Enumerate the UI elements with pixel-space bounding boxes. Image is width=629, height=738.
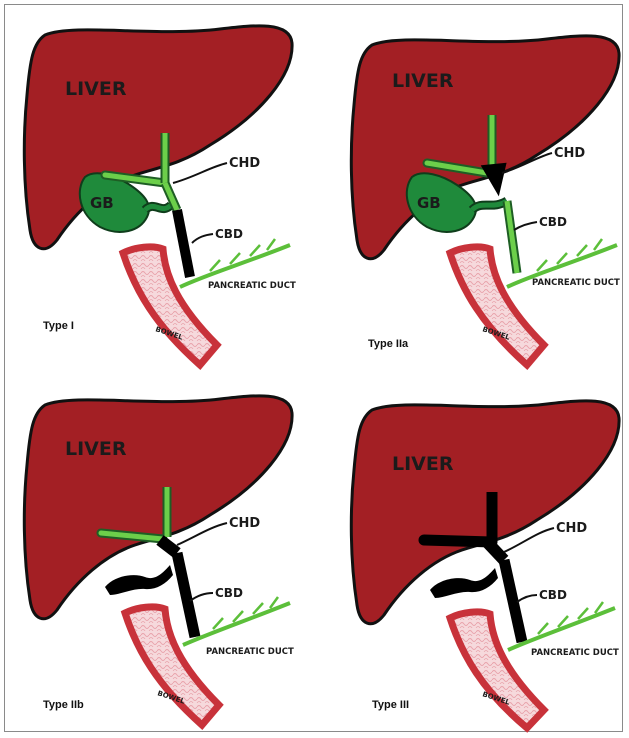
- gallbladder-remnant: [430, 568, 498, 598]
- liver-label: LIVER: [65, 78, 127, 100]
- chd-label: CHD: [229, 156, 260, 171]
- type-label: Type I: [43, 320, 74, 332]
- liver-shape: [24, 26, 292, 249]
- chd-label: CHD: [554, 146, 585, 161]
- gb-label: GB: [90, 194, 114, 212]
- pancreatic-duct-label: PANCREATIC DUCT: [208, 281, 296, 291]
- panel-type-2b: LIVER PANCREATIC DUCT BOWEL CHD CBD Type…: [24, 396, 294, 725]
- chd-pointer: [173, 163, 227, 183]
- figure-frame: LIVER GB PANCREATIC DUCT BOWEL: [4, 4, 623, 732]
- panel-type-2a: LIVER GB PANCREATIC DUCT BOWEL CHD CBD: [351, 36, 620, 365]
- left-hepatic-duct: [424, 540, 492, 542]
- bowel: [450, 247, 544, 365]
- cbd-pointer: [514, 222, 537, 230]
- common-bile-duct: [177, 553, 195, 637]
- gb-label: GB: [417, 194, 441, 212]
- bowel: [450, 612, 544, 728]
- common-hepatic-duct: [487, 542, 504, 560]
- cbd-label: CBD: [215, 227, 243, 241]
- liver-label: LIVER: [392, 453, 454, 475]
- chd-label: CHD: [229, 516, 260, 531]
- cbd-pointer: [192, 234, 213, 243]
- cbd-pointer: [190, 593, 213, 601]
- cbd-label: CBD: [539, 215, 567, 229]
- liver-label: LIVER: [392, 70, 454, 92]
- cbd-label: CBD: [215, 586, 243, 600]
- panel-type-1: LIVER GB PANCREATIC DUCT BOWEL: [24, 26, 296, 365]
- bowel: [125, 607, 219, 725]
- common-hepatic-duct: [160, 540, 177, 553]
- chd-label: CHD: [556, 521, 587, 536]
- type-label: Type IIa: [368, 338, 409, 350]
- pancreatic-duct-label: PANCREATIC DUCT: [206, 647, 294, 657]
- type-label: Type III: [372, 699, 409, 711]
- liver-label: LIVER: [65, 438, 127, 460]
- pancreatic-duct-label: PANCREATIC DUCT: [531, 648, 619, 658]
- biliary-atresia-classification-figure: LIVER GB PANCREATIC DUCT BOWEL: [5, 5, 624, 733]
- common-bile-duct: [177, 210, 190, 277]
- bowel: [123, 247, 217, 365]
- pancreatic-duct: [183, 603, 290, 645]
- panel-type-3: LIVER PANCREATIC DUCT BOWEL CHD CBD Type…: [351, 401, 619, 728]
- gallbladder-remnant: [105, 565, 173, 595]
- pancreatic-duct-label: PANCREATIC DUCT: [532, 278, 620, 288]
- cbd-label: CBD: [539, 588, 567, 602]
- type-label: Type IIb: [43, 699, 84, 711]
- cbd-pointer: [517, 595, 537, 602]
- liver-shape: [351, 401, 619, 624]
